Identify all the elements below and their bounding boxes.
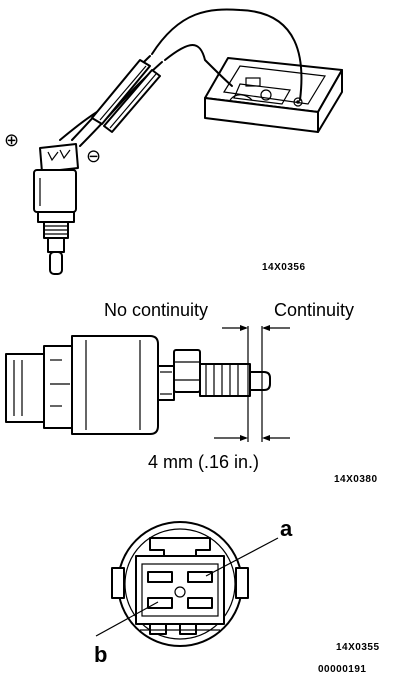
figure3-code: 14X0355 <box>336 642 380 653</box>
test-leads <box>59 8 303 147</box>
figure-connector-terminals: a b 14X0355 <box>94 516 380 667</box>
leader-a <box>205 537 279 577</box>
minus-terminal-symbol: ⊖ <box>86 146 101 166</box>
travel-dimension: 4 mm (.16 in.) <box>148 452 259 472</box>
figure2-code: 14X0380 <box>334 474 378 485</box>
plus-terminal-symbol: ⊕ <box>4 130 19 150</box>
figure-continuity-check: No continuity Continuity <box>5 300 378 485</box>
ohmmeter-box <box>204 57 343 133</box>
stop-lamp-switch-side <box>5 335 271 435</box>
terminal-label-a: a <box>280 516 293 541</box>
dimension-marks <box>214 325 290 442</box>
continuity-label: Continuity <box>274 300 354 320</box>
leader-b <box>95 601 159 637</box>
connector-face <box>111 521 249 647</box>
terminal-label-b: b <box>94 642 107 667</box>
stop-lamp-switch-upright <box>33 143 79 275</box>
figure-ohmmeter-test: ⊕ ⊖ 14X0356 <box>4 8 343 275</box>
no-continuity-label: No continuity <box>104 300 208 320</box>
page-code: 00000191 <box>318 664 367 675</box>
figure1-code: 14X0356 <box>262 262 306 273</box>
